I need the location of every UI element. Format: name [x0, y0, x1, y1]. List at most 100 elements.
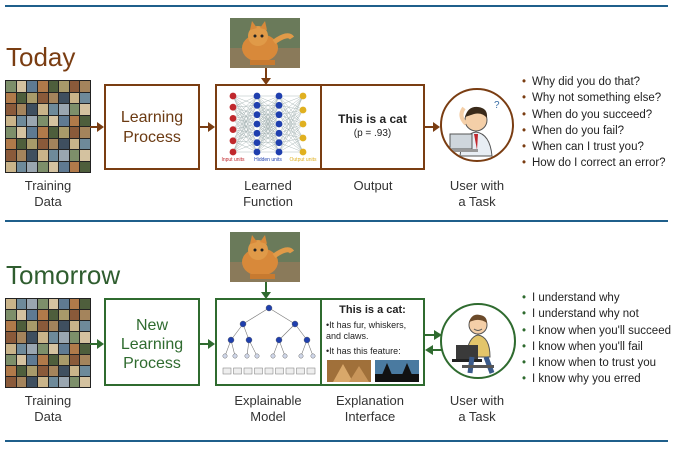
nn-layer-label: Input units	[221, 157, 245, 163]
training-image-tile	[6, 81, 16, 92]
cat-feature-image	[327, 360, 371, 382]
training-image-tile	[59, 343, 69, 354]
training-image-tile	[27, 343, 37, 354]
output-label: Output	[353, 178, 393, 193]
training-image-tile	[48, 310, 59, 321]
training-image-tile	[59, 365, 69, 376]
question-item: When do you fail?	[522, 123, 666, 140]
training-image-tile	[37, 92, 48, 103]
new-process-label-3: Process	[123, 355, 181, 372]
training-image-tile	[69, 332, 80, 343]
training-image-tile	[80, 321, 90, 332]
training-image-tile	[37, 104, 48, 115]
training-image-tile	[37, 332, 48, 343]
training-image-tile	[48, 138, 59, 149]
training-image-tile	[37, 343, 48, 354]
training-image-tile	[6, 365, 16, 376]
training-image-tile	[6, 343, 16, 354]
happy-user-icon	[440, 303, 516, 379]
training-image-tile	[27, 81, 37, 92]
training-data-mosaic	[5, 298, 91, 388]
middle-rule	[5, 220, 668, 222]
statement-item: I know when you'll fail	[522, 339, 671, 356]
training-image-tile	[80, 376, 90, 387]
training-image-tile	[27, 332, 37, 343]
training-image-tile	[27, 150, 37, 161]
training-image-tile	[16, 343, 27, 354]
training-image-tile	[27, 354, 37, 365]
training-image-tile	[69, 299, 80, 310]
cat-to-model-arrow	[261, 282, 271, 299]
training-image-tile	[59, 310, 69, 321]
interface-point-1: •It has fur, whiskers, and claws.	[326, 320, 407, 341]
training-image-tile	[6, 354, 16, 365]
training-image-tile	[37, 150, 48, 161]
training-image-tile	[27, 310, 37, 321]
training-image-tile	[16, 138, 27, 149]
training-image-tile	[80, 104, 90, 115]
cat-image	[230, 18, 300, 68]
training-image-tile	[37, 127, 48, 138]
training-image-tile	[48, 321, 59, 332]
training-image-tile	[48, 332, 59, 343]
training-image-tile	[69, 161, 80, 172]
training-image-tile	[59, 161, 69, 172]
question-item: Why did you do that?	[522, 74, 666, 91]
training-image-tile	[16, 354, 27, 365]
interface-title: This is a cat:	[339, 304, 406, 316]
interface-point-2: •It has this feature:	[326, 346, 401, 356]
arrow-to-process	[90, 122, 104, 132]
model-interface-divider	[320, 300, 322, 384]
training-image-tile	[80, 343, 90, 354]
training-image-tile	[16, 115, 27, 126]
arrow-to-model	[200, 339, 215, 349]
cat-ears-image	[375, 360, 419, 382]
training-image-tile	[80, 81, 90, 92]
training-image-tile	[37, 115, 48, 126]
training-image-tile	[37, 310, 48, 321]
training-image-tile	[27, 376, 37, 387]
training-image-tile	[69, 138, 80, 149]
training-image-tile	[59, 127, 69, 138]
training-image-tile	[59, 104, 69, 115]
training-image-tile	[59, 115, 69, 126]
training-image-tile	[80, 365, 90, 376]
arrow-to-user	[425, 122, 440, 132]
cat-image	[230, 232, 300, 282]
statement-item: I understand why	[522, 290, 671, 307]
arrow-to-function	[200, 122, 215, 132]
explainable-model-tree-icon	[222, 304, 316, 375]
training-image-tile	[37, 138, 48, 149]
training-image-tile	[48, 376, 59, 387]
training-image-tile	[48, 104, 59, 115]
training-image-tile	[48, 299, 59, 310]
training-image-tile	[27, 365, 37, 376]
training-image-tile	[16, 321, 27, 332]
training-image-tile	[69, 376, 80, 387]
training-image-tile	[48, 81, 59, 92]
training-image-tile	[27, 138, 37, 149]
training-image-tile	[37, 299, 48, 310]
training-image-tile	[48, 365, 59, 376]
training-image-tile	[27, 127, 37, 138]
training-image-tile	[27, 104, 37, 115]
function-output-divider	[320, 86, 322, 168]
training-image-tile	[59, 92, 69, 103]
training-image-tile	[27, 321, 37, 332]
training-image-tile	[80, 354, 90, 365]
training-image-tile	[6, 127, 16, 138]
model-interface-box: This is a cat: •It has fur, whiskers, an…	[215, 298, 425, 386]
question-item: When do you succeed?	[522, 107, 666, 124]
training-image-tile	[59, 81, 69, 92]
training-image-tile	[6, 321, 16, 332]
today-title: Today	[6, 42, 76, 72]
training-image-tile	[69, 150, 80, 161]
training-image-tile	[16, 376, 27, 387]
training-image-tile	[80, 332, 90, 343]
training-image-tile	[80, 310, 90, 321]
training-image-tile	[48, 150, 59, 161]
